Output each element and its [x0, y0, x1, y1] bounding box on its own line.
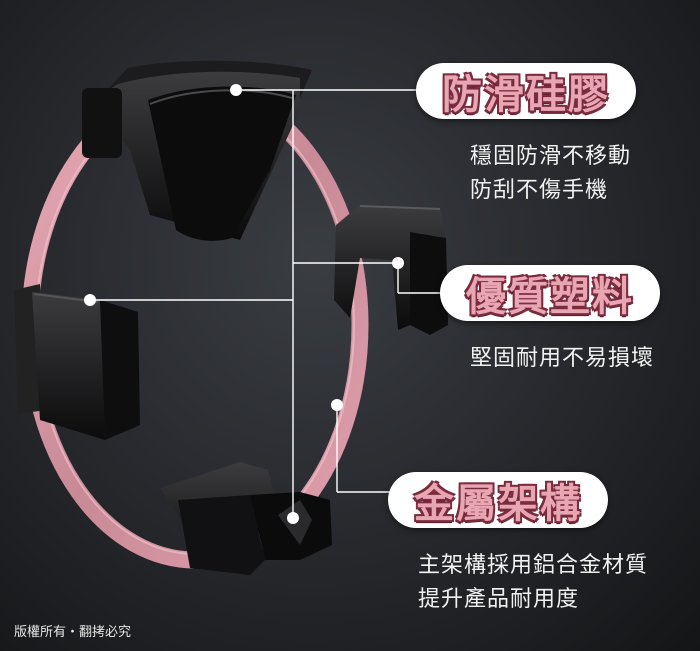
callout-dots — [84, 84, 404, 524]
feature-title-badge: 優質塑料 — [440, 265, 660, 321]
feature-title: 金屬架構 — [414, 481, 582, 527]
feature-description: 穩固防滑不移動 防刮不傷手機 — [470, 140, 631, 208]
feature-description: 主架構採用鋁合金材質 提升產品耐用度 — [418, 549, 648, 617]
feature-title: 優質塑料 — [466, 274, 634, 320]
feature-title-badge: 防滑硅膠 — [416, 63, 636, 119]
feature-description-line: 防刮不傷手機 — [470, 178, 609, 203]
feature-description-line: 穩固防滑不移動 — [470, 144, 632, 169]
callout-lines — [90, 89, 440, 518]
feature-description: 堅固耐用不易損壞 — [470, 342, 654, 376]
copyright-notice: 版權所有・翻拷必究 — [14, 625, 132, 640]
right-clip — [334, 205, 448, 335]
feature-description-line: 堅固耐用不易損壞 — [470, 346, 655, 371]
left-grip — [14, 284, 140, 440]
feature-description-line: 提升產品耐用度 — [418, 587, 580, 612]
feature-title: 防滑硅膠 — [442, 72, 610, 118]
feature-description-line: 主架構採用鋁合金材質 — [418, 553, 649, 578]
feature-title-badge: 金屬架構 — [388, 472, 608, 528]
top-grip — [82, 60, 312, 241]
